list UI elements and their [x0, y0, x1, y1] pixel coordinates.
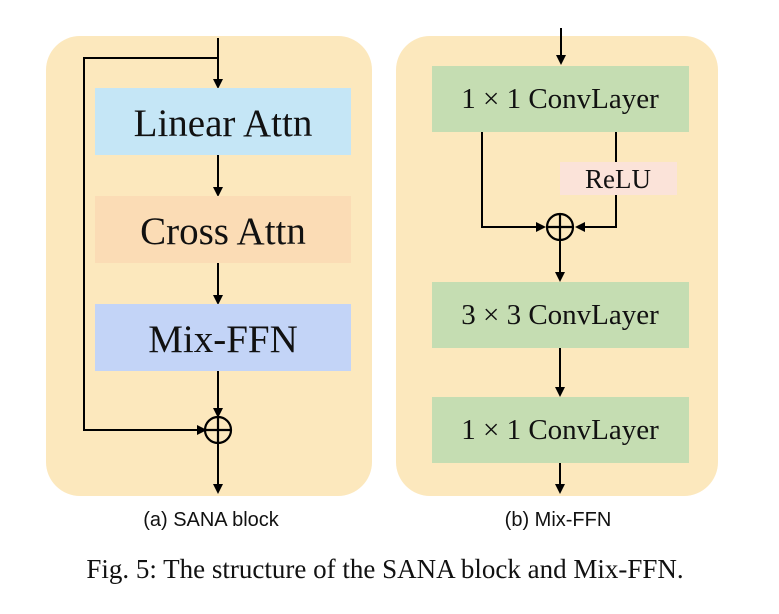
mix-ffn-label: Mix-FFN — [148, 318, 298, 361]
skip-connection — [83, 57, 218, 435]
caption-a: (a) SANA block — [143, 509, 280, 531]
residual-add-icon — [203, 415, 233, 445]
conv-mid-block — [432, 282, 689, 348]
relu-label: ReLU — [585, 164, 651, 194]
conv-mid-label: 3 × 3 ConvLayer — [461, 299, 659, 331]
cross-attn-label: Cross Attn — [140, 210, 306, 253]
conv-top-label: 1 × 1 ConvLayer — [461, 83, 659, 115]
figure-caption: Fig. 5: The structure of the SANA block … — [86, 554, 683, 584]
conv-top-block — [432, 66, 689, 132]
panel-mix-ffn: 1 × 1 ConvLayer ReLU 3 × 3 ConvLayer 1 ×… — [396, 28, 718, 496]
panel-sana-block: Linear Attn Cross Attn Mix-FFN — [46, 36, 372, 496]
gate-add-icon — [545, 212, 575, 242]
cross-attn-block — [95, 196, 351, 263]
linear-attn-label: Linear Attn — [134, 102, 313, 145]
conv-branch-right-bottom — [575, 195, 617, 232]
mix-ffn-block — [95, 304, 351, 371]
conv-branch-left — [481, 132, 546, 232]
conv-bottom-label: 1 × 1 ConvLayer — [461, 414, 659, 446]
panel-b-background — [396, 36, 718, 496]
conv-bottom-block — [432, 397, 689, 463]
linear-attn-block — [95, 88, 351, 155]
caption-b: (b) Mix-FFN — [505, 509, 612, 531]
relu-block — [560, 162, 677, 195]
